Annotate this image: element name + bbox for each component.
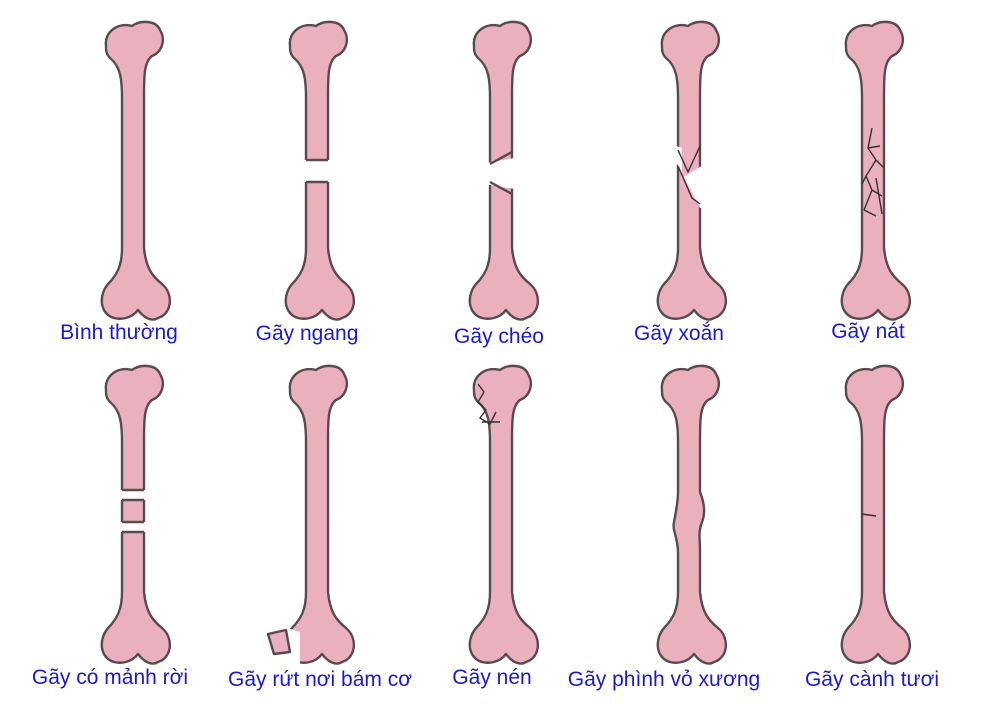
label-greenstick: Gãy cành tươi xyxy=(804,668,940,691)
bone-spiral-fracture xyxy=(656,20,728,321)
label-buckle: Gãy phình vỏ xương xyxy=(567,668,761,691)
label-oblique: Gãy chéo xyxy=(454,325,544,348)
bone-compression-fracture xyxy=(468,364,540,665)
bone-buckle-fracture xyxy=(656,364,727,665)
bone-greenstick-fracture xyxy=(840,364,912,665)
label-compression: Gãy nén xyxy=(452,666,532,689)
label-comminuted: Gãy nát xyxy=(831,320,905,343)
bone-oblique-fracture xyxy=(468,20,540,321)
bone-normal xyxy=(100,20,172,321)
bone-avulsion-fracture xyxy=(266,364,356,665)
label-segmental: Gãy có mảnh rời xyxy=(31,666,189,689)
bone-segmental-fracture xyxy=(100,364,172,665)
bone-transverse-fracture xyxy=(284,20,356,321)
label-normal: Bình thường xyxy=(60,321,178,344)
label-avulsion: Gãy rứt nơi bám cơ xyxy=(228,668,412,691)
label-transverse: Gãy ngang xyxy=(255,322,359,345)
label-spiral: Gãy xoắn xyxy=(634,322,724,345)
bone-comminuted-fracture xyxy=(840,20,912,321)
